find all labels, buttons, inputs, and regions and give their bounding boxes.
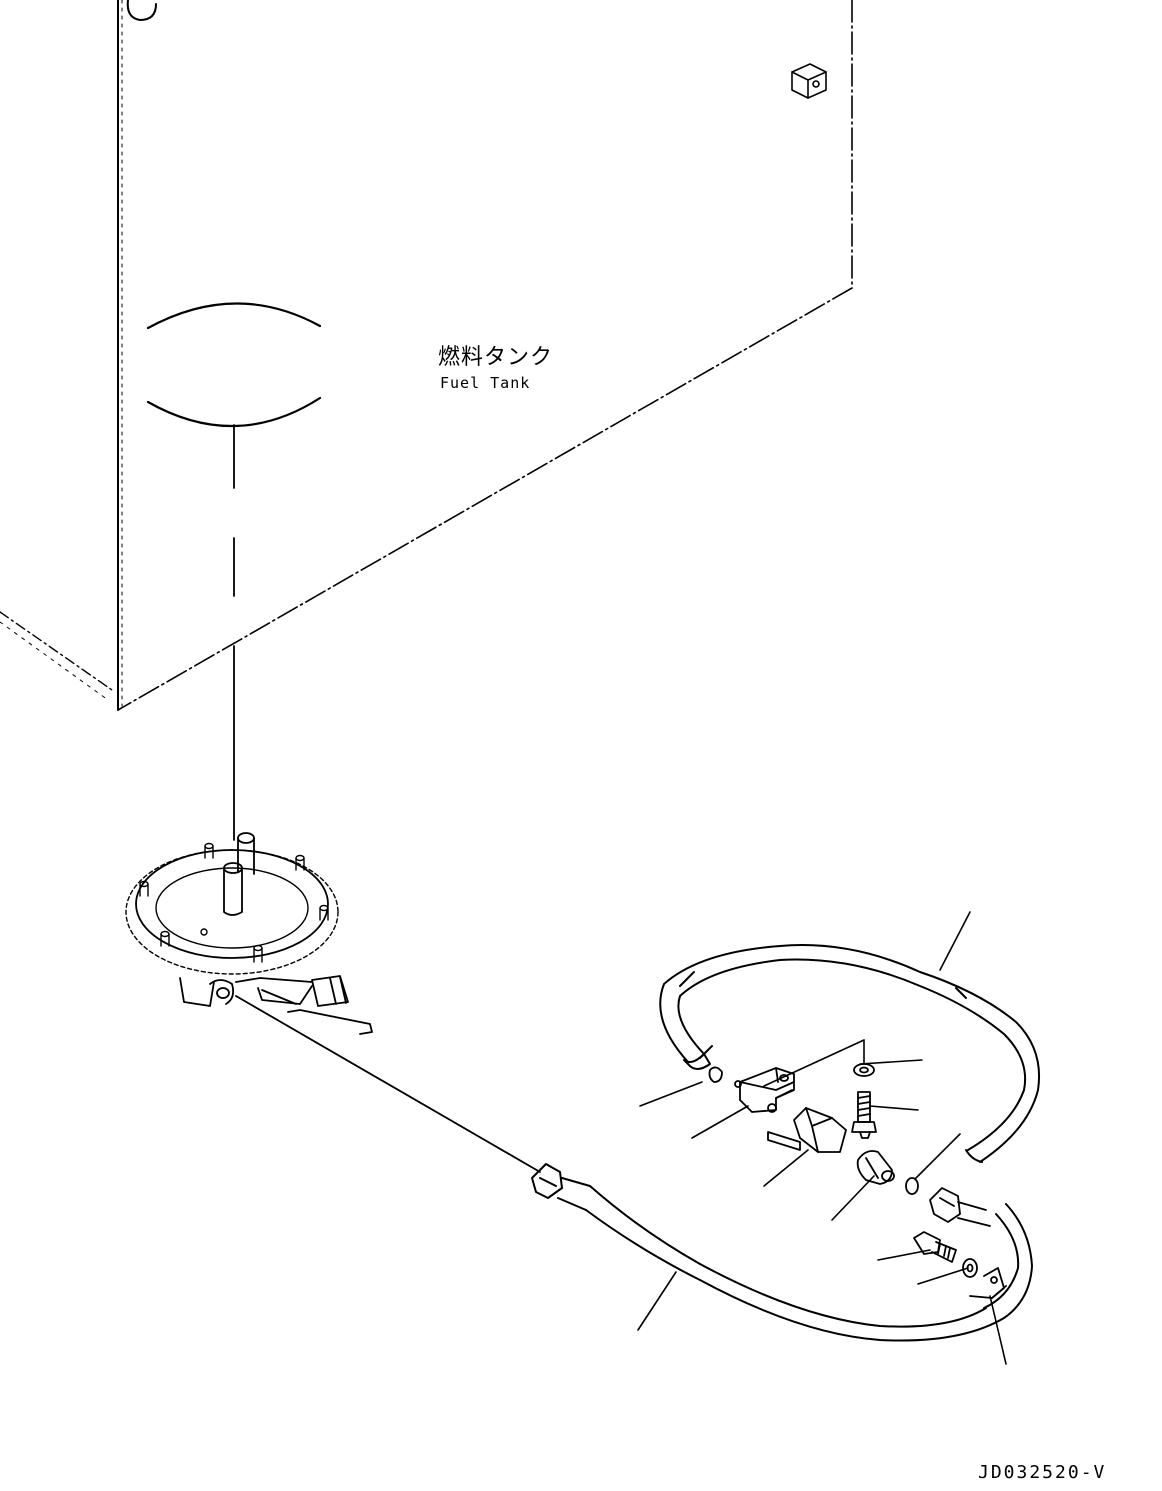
washer (853, 1063, 875, 1077)
hose-fitting-right (929, 1187, 991, 1227)
corner-cube (791, 63, 827, 99)
elbow-valve (767, 1107, 847, 1153)
lower-fuel-hose (235, 995, 1033, 1342)
fuel-tank (0, 0, 853, 711)
hose-clamp (969, 1267, 1007, 1299)
elbow-fitting (856, 1150, 895, 1185)
small-parts (708, 1063, 1007, 1299)
fuel-tank-label-japanese: 燃料タンク (438, 345, 554, 370)
fuel-tank-label-english: Fuel Tank (440, 374, 531, 392)
o-ring (905, 1177, 919, 1195)
bolt-vertical (851, 1091, 877, 1139)
drawing-code: JD032520-V (978, 1462, 1107, 1483)
connector-bracket (734, 1067, 795, 1113)
leader-lines (637, 911, 1007, 1365)
tank-opening (146, 302, 322, 330)
hose-clip (708, 1066, 723, 1083)
sender-flange-assembly (125, 832, 373, 1035)
washer-lower (962, 1258, 978, 1278)
bolt-horizontal (913, 1231, 957, 1263)
upper-fuel-hose (659, 944, 1040, 1163)
